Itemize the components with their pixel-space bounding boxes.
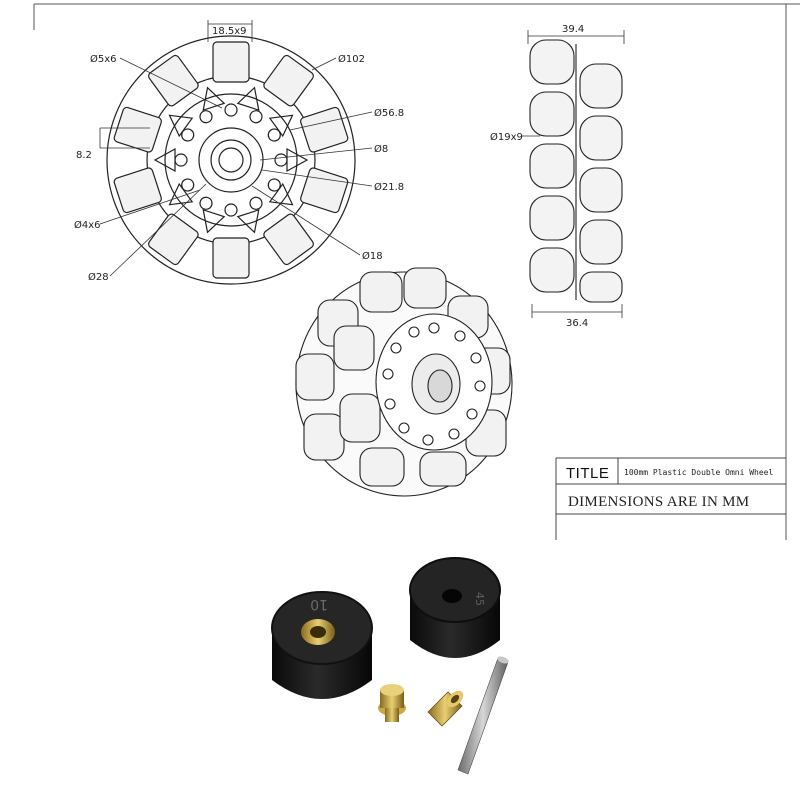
hub-bore-inner [218, 147, 244, 173]
dim-hub-ring: Ø28 [88, 271, 109, 283]
dim-rollers: Ø19x9 [490, 131, 523, 143]
isometric-view [295, 267, 513, 497]
side-view [529, 39, 623, 303]
dim-total-width: 39.4 [562, 24, 584, 35]
front-view [106, 35, 356, 285]
front-bolt-holes [174, 103, 288, 217]
dim-bolt-circle: Ø56.8 [374, 107, 404, 119]
dim-bore: Ø8 [374, 143, 388, 155]
steel-pin [457, 656, 509, 775]
hub-bore [210, 139, 252, 181]
title-value: 100mm Plastic Double Omni Wheel [624, 468, 773, 477]
front-rollers [113, 41, 349, 279]
front-cutouts [153, 86, 309, 234]
dim-hub-outer: Ø21.8 [374, 181, 404, 193]
dim-center: Ø18 [362, 250, 383, 262]
roller-left: 10 [271, 591, 373, 699]
hub-outer [198, 127, 264, 193]
title-label: TITLE [566, 465, 609, 482]
dim-outer-diameter: Ø102 [338, 53, 365, 65]
side-leaders [522, 30, 625, 318]
title-block: TITLE 100mm Plastic Double Omni Wheel DI… [555, 457, 786, 540]
front-leaders [99, 20, 373, 277]
roller-right-marking: 45 [473, 592, 486, 606]
bolt-ring [164, 93, 298, 227]
dim-roller-slot: 18.5x9 [212, 26, 247, 37]
parts-photo: 10 45 [271, 557, 509, 775]
dimension-note: DIMENSIONS ARE IN MM [568, 494, 749, 510]
dim-base-width: 36.4 [566, 318, 588, 329]
dim-hub-depth: 8.2 [76, 150, 92, 161]
outer-rim [106, 35, 356, 285]
brass-rivet [378, 684, 406, 722]
roller-left-marking: 10 [310, 596, 328, 612]
technical-drawing: 18.5x9 Ø5x6 Ø102 Ø56.8 8.2 Ø8 Ø21.8 Ø4x6… [33, 3, 800, 540]
roller-right: 45 [409, 557, 501, 658]
brass-sleeve [427, 690, 464, 727]
dim-hex-holes: Ø4x6 [74, 219, 101, 231]
dim-small-holes: Ø5x6 [90, 53, 117, 65]
